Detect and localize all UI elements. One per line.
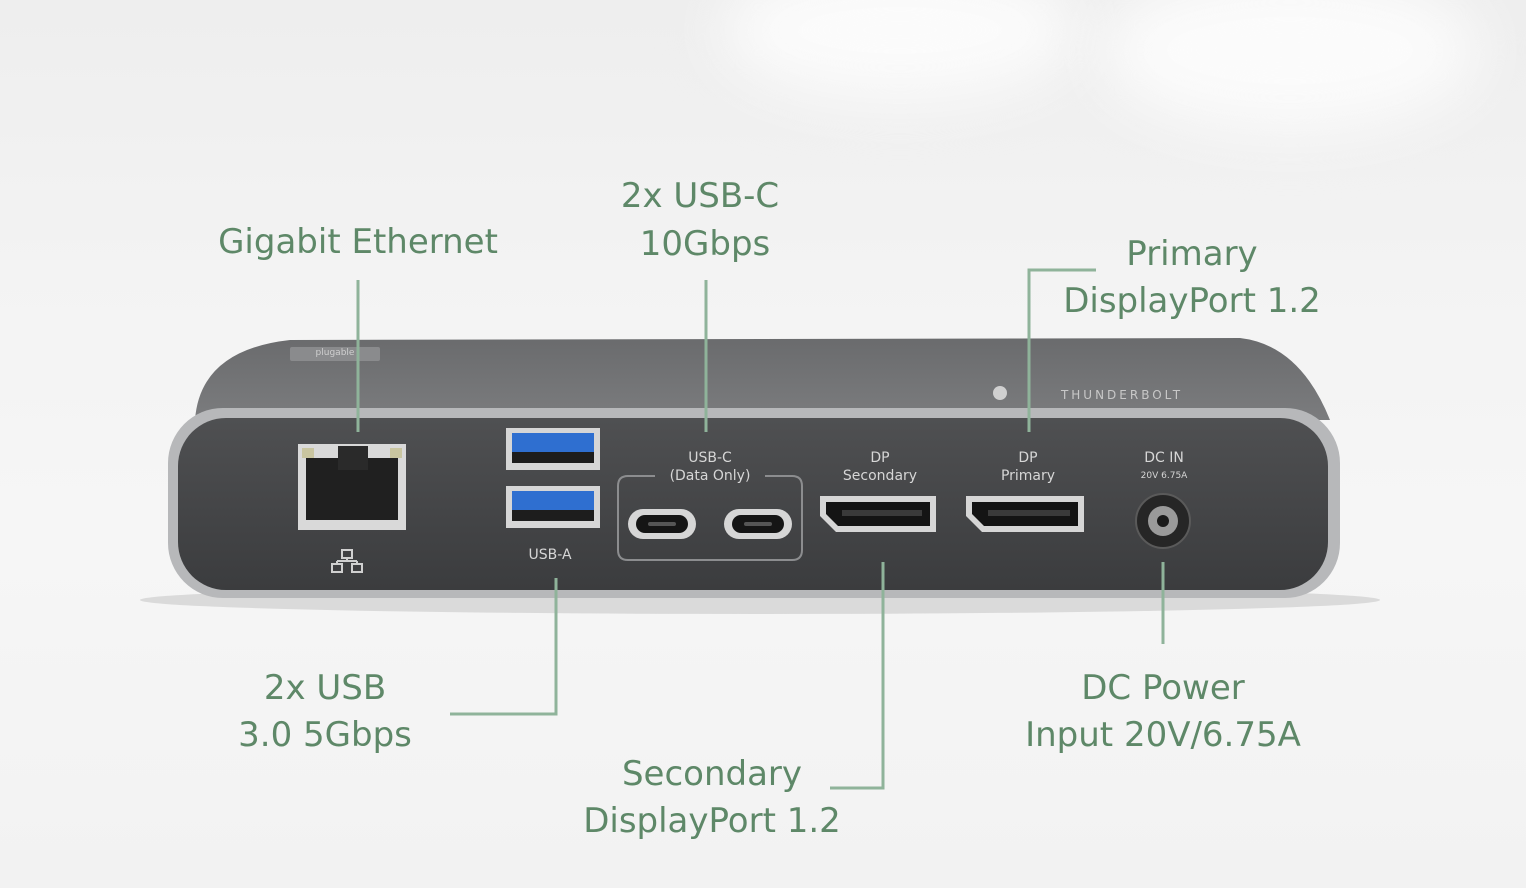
callout-dc-power-line1: DC Power bbox=[1081, 668, 1245, 708]
usb-c-port-right bbox=[724, 509, 792, 539]
usb-a-port-top bbox=[506, 428, 600, 470]
dock-front-face bbox=[178, 418, 1328, 590]
callout-usb-c-line1: 2x USB-C bbox=[620, 176, 780, 216]
brand-text: plugable bbox=[315, 348, 355, 358]
ethernet-port bbox=[298, 444, 406, 530]
callout-secondary-dp-line1: Secondary bbox=[621, 754, 803, 794]
callout-usb-a-line1: 2x USB bbox=[263, 668, 387, 708]
callout-gigabit-ethernet: Gigabit Ethernet bbox=[218, 222, 498, 262]
callout-usb-a-line2: 3.0 5Gbps bbox=[238, 715, 412, 755]
dock-top-face bbox=[195, 338, 1330, 420]
callout-dc-power-line2: Input 20V/6.75A bbox=[1025, 715, 1301, 755]
thunderbolt-text: THUNDERBOLT bbox=[1060, 388, 1184, 402]
callout-secondary-dp-line2: DisplayPort 1.2 bbox=[583, 801, 841, 841]
background-cup-right bbox=[1100, 0, 1480, 130]
thunderbolt-icon bbox=[993, 386, 1007, 400]
dp-secondary-label-1: DP bbox=[870, 450, 890, 466]
usb-a-port-label: USB-A bbox=[528, 547, 572, 563]
leader-usb-a bbox=[450, 578, 558, 716]
dp-primary-label-2: Primary bbox=[1000, 468, 1056, 484]
callout-primary-dp-line2: DisplayPort 1.2 bbox=[1063, 281, 1321, 321]
network-icon bbox=[331, 549, 363, 573]
dp-primary-label-1: DP bbox=[1018, 450, 1038, 466]
dc-rating-label: 20V 6.75A bbox=[1140, 471, 1188, 481]
dc-barrel-jack bbox=[1135, 493, 1191, 549]
displayport-primary-port bbox=[966, 496, 1084, 532]
displayport-secondary-port bbox=[820, 496, 936, 532]
callout-usb-c-line2: 10Gbps bbox=[639, 224, 771, 264]
usb-c-group-bracket bbox=[617, 475, 803, 561]
dp-secondary-label-2: Secondary bbox=[842, 468, 918, 484]
callout-primary-dp-line1: Primary bbox=[1126, 234, 1258, 274]
usb-c-port-left bbox=[628, 509, 696, 539]
leader-secondary-dp bbox=[830, 562, 885, 790]
usb-c-port-label-2: (Data Only) bbox=[669, 468, 751, 484]
usb-a-port-bottom bbox=[506, 486, 600, 528]
dc-in-label: DC IN bbox=[1144, 450, 1184, 466]
leader-primary-dp bbox=[1027, 268, 1096, 432]
usb-c-port-label-1: USB-C bbox=[688, 450, 732, 466]
